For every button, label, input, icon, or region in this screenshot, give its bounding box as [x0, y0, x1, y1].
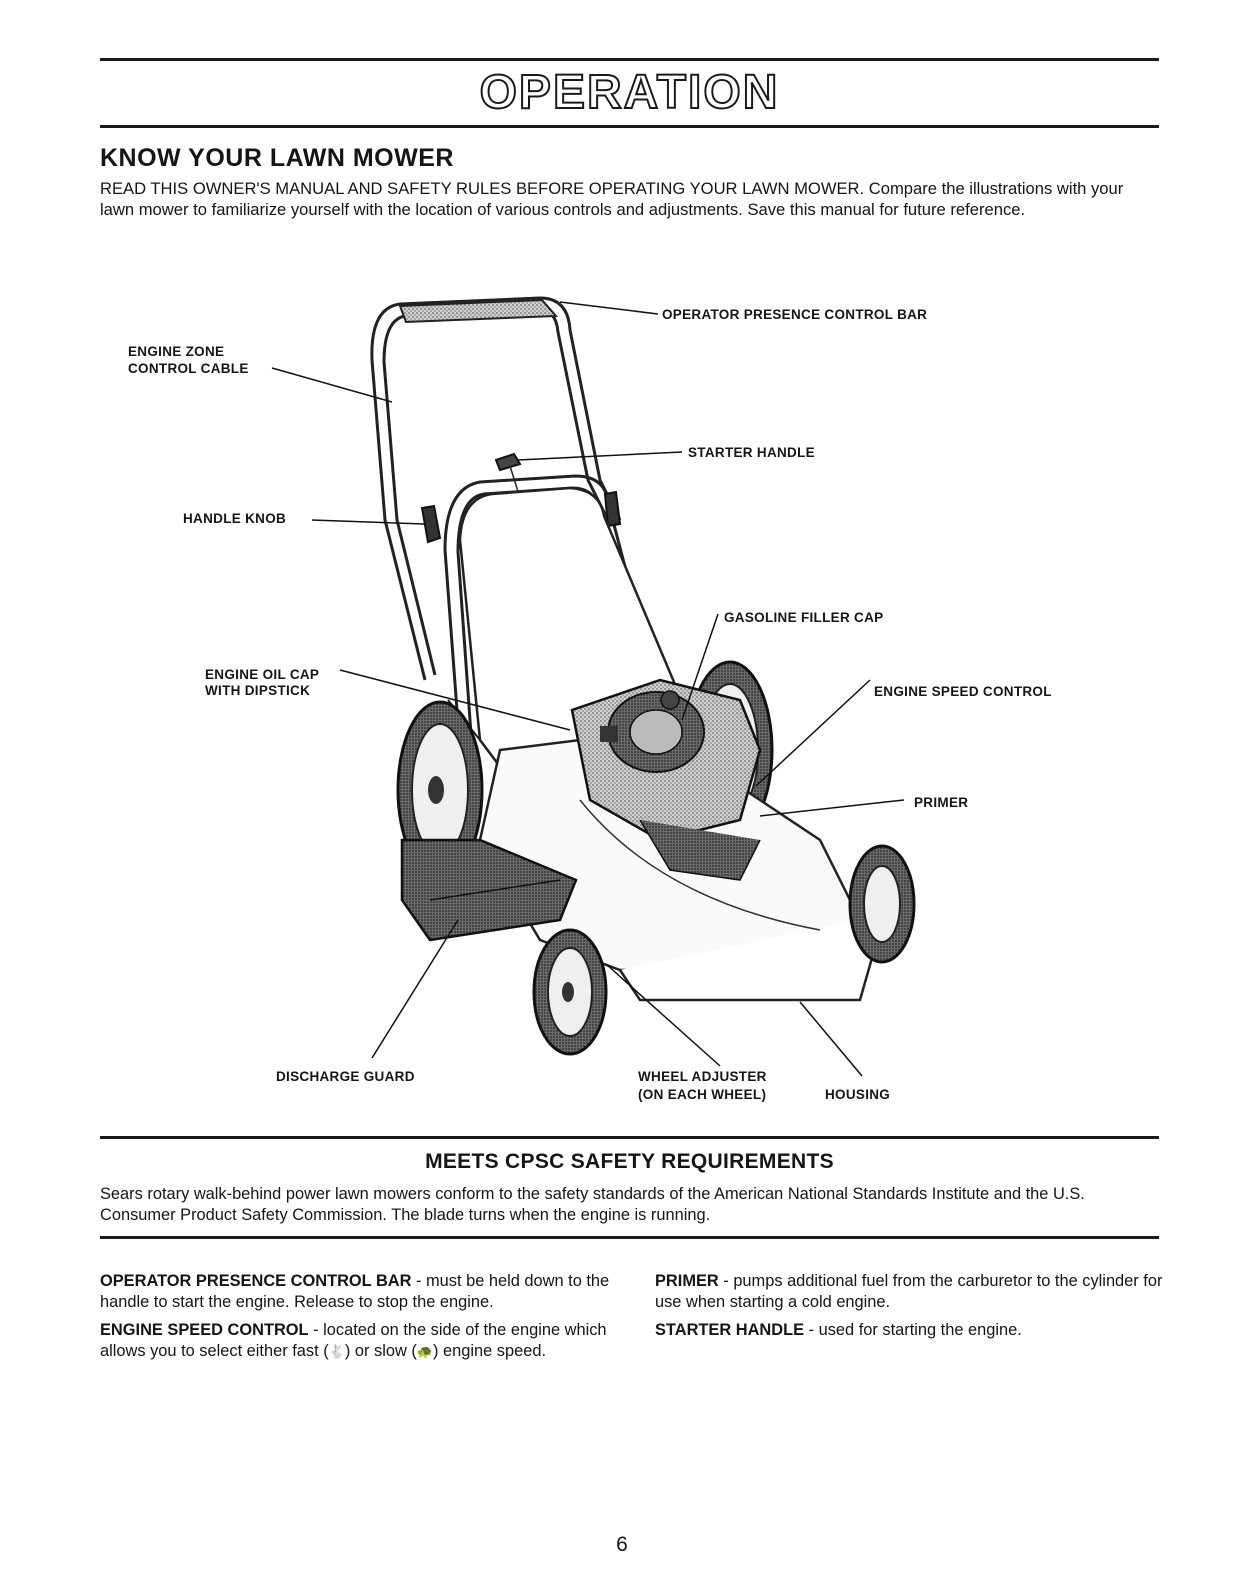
page-number: 6	[616, 1533, 628, 1556]
engine	[570, 678, 762, 881]
callout-starter-handle: STARTER HANDLE	[688, 445, 815, 460]
callout-oil-cap-2: WITH DIPSTICK	[205, 683, 311, 698]
term-primer: PRIMER	[655, 1272, 719, 1290]
description-operator-bar: OPERATOR PRESENCE CONTROL BAR - must be …	[100, 1271, 610, 1312]
intro-paragraph: READ THIS OWNER'S MANUAL AND SAFETY RULE…	[100, 179, 1124, 219]
section-title: KNOW YOUR LAWN MOWER	[100, 144, 454, 172]
callout-engine-zone-1: ENGINE ZONE	[128, 344, 225, 359]
cpsc-bottom-rule	[100, 1236, 1159, 1239]
top-rule	[100, 58, 1159, 61]
descriptions-left-column: OPERATOR PRESENCE CONTROL BAR - must be …	[100, 1271, 610, 1370]
text-speed-control-c: ) engine speed.	[433, 1341, 546, 1360]
description-starter-handle: STARTER HANDLE - used for starting the e…	[655, 1320, 1165, 1341]
lawn-mower-illustration	[271, 296, 916, 1077]
cpsc-top-rule	[100, 1136, 1159, 1139]
slow-turtle-icon: 🐢	[416, 1343, 433, 1359]
callout-housing: HOUSING	[825, 1087, 891, 1102]
lawn-mower-diagram: OPERATOR PRESENCE CONTROL BAR ENGINE ZON…	[100, 280, 1160, 1125]
description-primer: PRIMER - pumps additional fuel from the …	[655, 1271, 1165, 1312]
callout-operator-bar: OPERATOR PRESENCE CONTROL BAR	[662, 307, 928, 322]
callout-handle-knob: HANDLE KNOB	[183, 511, 287, 526]
term-speed-control: ENGINE SPEED CONTROL	[100, 1321, 309, 1339]
callout-speed-control: ENGINE SPEED CONTROL	[874, 684, 1052, 699]
front-left-wheel	[532, 928, 608, 1056]
descriptions-right-column: PRIMER - pumps additional fuel from the …	[655, 1271, 1165, 1349]
cpsc-title: MEETS CPSC SAFETY REQUIREMENTS	[425, 1150, 834, 1173]
banner-rule	[100, 125, 1159, 128]
callout-engine-zone-2: CONTROL CABLE	[128, 361, 249, 376]
text-speed-control-b: ) or slow (	[344, 1341, 417, 1360]
term-starter-handle: STARTER HANDLE	[655, 1321, 805, 1339]
handle-knob-right	[603, 490, 622, 528]
text-speed-control-a: - located on the side of the engine whic…	[100, 1321, 607, 1360]
callout-wheel-adjuster-2: (ON EACH WHEEL)	[638, 1087, 767, 1102]
operator-bar-shape	[398, 298, 559, 324]
section-banner: OPERATION	[479, 65, 780, 120]
callout-gasoline-cap: GASOLINE FILLER CAP	[724, 610, 884, 625]
text-starter-handle: - used for starting the engine.	[804, 1321, 1022, 1339]
fast-rabbit-icon: 🐇	[328, 1343, 345, 1359]
callout-discharge-guard: DISCHARGE GUARD	[276, 1069, 415, 1084]
term-operator-bar: OPERATOR PRESENCE CONTROL BAR	[100, 1272, 412, 1290]
cpsc-paragraph: Sears rotary walk-behind power lawn mowe…	[100, 1185, 1085, 1224]
starter-handle-shape	[494, 452, 522, 472]
text-primer: - pumps additional fuel from the carbure…	[655, 1272, 1163, 1311]
callout-oil-cap-1: ENGINE OIL CAP	[205, 667, 320, 682]
description-speed-control: ENGINE SPEED CONTROL - located on the si…	[100, 1320, 610, 1362]
front-right-wheel	[848, 844, 916, 964]
discharge-guard-shape	[400, 838, 578, 942]
callout-wheel-adjuster-1: WHEEL ADJUSTER	[638, 1069, 767, 1084]
handle-knob-left	[420, 504, 442, 544]
text-operator-bar: - must be held down to the handle to sta…	[100, 1272, 610, 1311]
callout-primer: PRIMER	[914, 795, 969, 810]
leader-lines	[271, 301, 905, 1077]
